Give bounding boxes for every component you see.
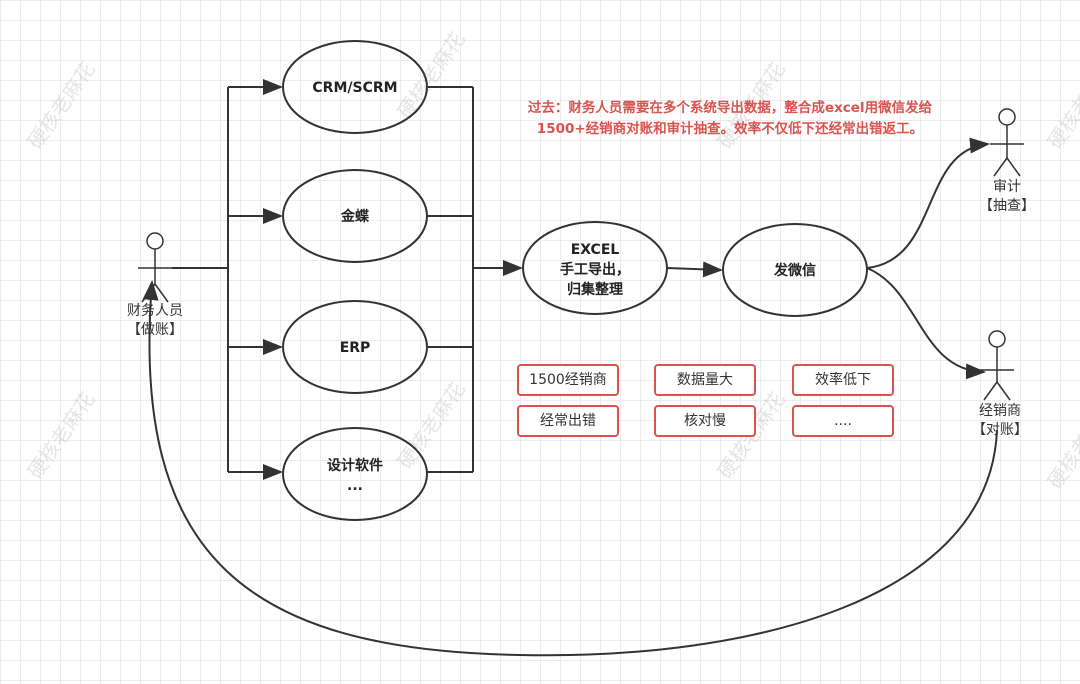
system-label: ... (347, 478, 363, 494)
excel-label: EXCEL (571, 242, 620, 258)
actor-finance (138, 232, 172, 303)
feedback-loop-arrow (142, 280, 998, 657)
system-design (282, 427, 428, 521)
excel-process (522, 221, 668, 315)
actor-audit (990, 108, 1024, 177)
system-label: 金蝶 (340, 208, 370, 225)
note-line: 1500+经销商对账和审计抽查。效率不仅低下还经常出错返工。 (536, 121, 924, 137)
arrow-to-dealer (866, 267, 986, 380)
actor-role: 【对账】 (972, 422, 1028, 438)
wechat-process (722, 223, 868, 317)
issue-box: .... (792, 405, 894, 437)
actor-role: 【抽查】 (979, 198, 1035, 214)
system-label: CRM/SCRM (312, 80, 397, 96)
issue-box: 核对慢 (654, 405, 756, 437)
actor-name: 经销商 (979, 403, 1021, 419)
system-label: 设计软件 (327, 457, 383, 474)
actor-name: 财务人员 (127, 303, 183, 319)
actor-finance-label: 财务人员【做账】 (105, 302, 205, 340)
system-erp (282, 300, 428, 394)
system-kingdee (282, 169, 428, 263)
issue-box: 效率低下 (792, 364, 894, 396)
actor-dealer-label: 经销商【对账】 (950, 402, 1050, 440)
system-crm (282, 40, 428, 134)
excel-label: 手工导出， (560, 261, 630, 278)
wechat-label: 发微信 (773, 262, 816, 279)
note-text: 过去：财务人员需要在多个系统导出数据，整合成excel用微信发给 1500+经销… (495, 98, 965, 140)
issue-box: 经常出错 (517, 405, 619, 437)
issue-box: 1500经销商 (517, 364, 619, 396)
note-line: 过去：财务人员需要在多个系统导出数据，整合成excel用微信发给 (527, 100, 933, 116)
issue-box: 数据量大 (654, 364, 756, 396)
actor-dealer (980, 330, 1014, 401)
arrow-to-audit (866, 137, 990, 269)
excel-label: 归集整理 (567, 281, 623, 298)
actor-name: 审计 (993, 179, 1021, 195)
system-label: ERP (340, 340, 371, 356)
actor-role: 【做账】 (127, 322, 183, 338)
arrow (666, 261, 723, 278)
actor-audit-label: 审计【抽查】 (957, 178, 1057, 216)
